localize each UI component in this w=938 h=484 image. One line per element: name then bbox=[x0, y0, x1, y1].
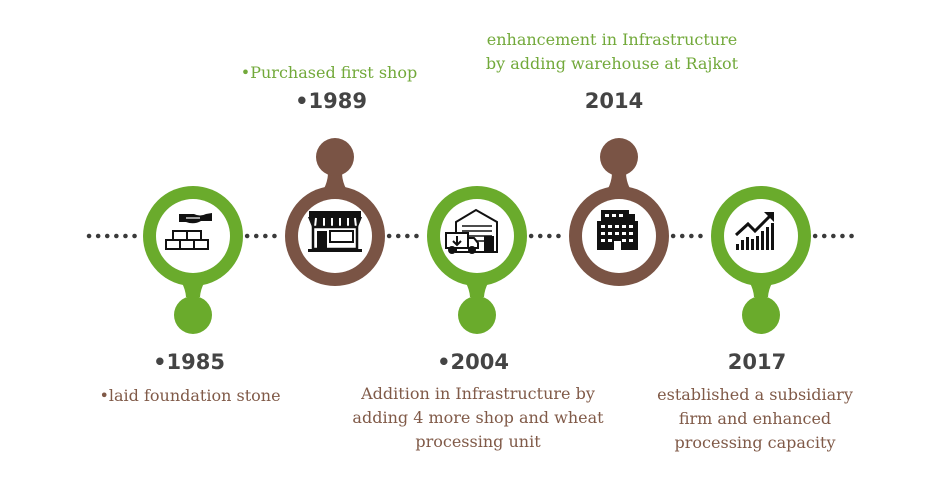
milestone-marker-1985 bbox=[143, 186, 243, 334]
bricks-hand-icon bbox=[165, 213, 212, 250]
milestone-description-1985: •laid foundation stone bbox=[99, 384, 280, 408]
milestone-year-2017: 2017 bbox=[727, 350, 787, 374]
milestone-description-1989: •Purchased first shop bbox=[241, 61, 417, 85]
growth-chart-icon bbox=[734, 212, 774, 250]
description-line: established a subsidiary bbox=[657, 385, 853, 404]
milestone-marker-1989 bbox=[285, 138, 385, 286]
milestone-year-1985: •1985 bbox=[153, 350, 225, 374]
milestone-year-2004: •2004 bbox=[437, 350, 509, 374]
description-line: firm and enhanced bbox=[678, 409, 832, 428]
milestone-marker-2004 bbox=[427, 186, 527, 334]
description-line: by adding warehouse at Rajkot bbox=[485, 54, 739, 73]
milestone-description-2017: established a subsidiary firm and enhanc… bbox=[657, 383, 853, 455]
milestone-year-1989: •1989 bbox=[295, 89, 367, 113]
description-line: •laid foundation stone bbox=[99, 386, 281, 405]
description-line: enhancement in Infrastructure bbox=[486, 30, 738, 49]
description-line: processing unit bbox=[415, 432, 541, 451]
milestone-year-2014: 2014 bbox=[584, 89, 644, 113]
warehouse-truck-icon bbox=[445, 208, 498, 254]
description-line: processing capacity bbox=[674, 433, 836, 452]
milestone-marker-2017 bbox=[711, 186, 811, 334]
milestone-description-2014: enhancement in Infrastructure by adding … bbox=[486, 28, 738, 76]
description-line: •Purchased first shop bbox=[240, 63, 418, 82]
milestone-description-2004: Addition in Infrastructure by adding 4 m… bbox=[352, 382, 603, 454]
description-line: Addition in Infrastructure by bbox=[361, 384, 595, 403]
office-building-icon bbox=[597, 210, 638, 250]
milestone-marker-2014 bbox=[569, 138, 669, 286]
description-line: adding 4 more shop and wheat bbox=[352, 408, 604, 427]
storefront-icon bbox=[308, 211, 362, 252]
